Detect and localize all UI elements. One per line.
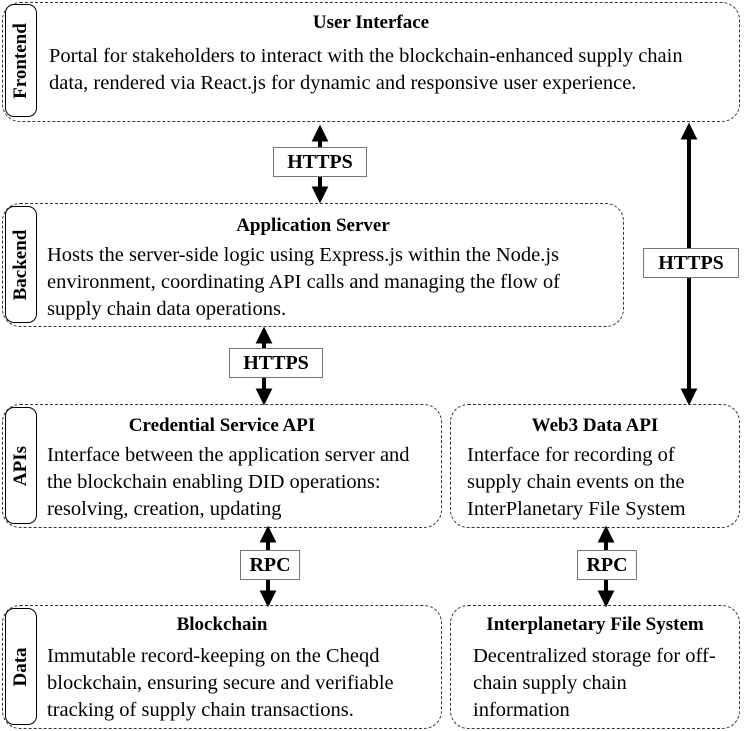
user-interface-title: User Interface bbox=[312, 12, 430, 33]
layer-label-data: Data bbox=[5, 608, 37, 725]
credential-service-api-box: Credential Service API Interface between… bbox=[2, 404, 442, 528]
https-label-ui-server: HTTPS bbox=[273, 147, 367, 177]
blockchain-title: Blockchain bbox=[176, 614, 268, 635]
ipfs-description: Decentralized storage for off- chain sup… bbox=[473, 645, 716, 721]
rpc-label-credential-blockchain: RPC bbox=[240, 550, 300, 580]
web3-data-api-description: Interface for recording of supply chain … bbox=[467, 444, 686, 520]
ipfs-title: Interplanetary File System bbox=[486, 614, 704, 635]
https-label-ui-web3: HTTPS bbox=[643, 248, 739, 278]
layer-label-frontend: Frontend bbox=[5, 4, 37, 117]
https-label-server-credential: HTTPS bbox=[229, 348, 323, 378]
application-server-title: Application Server bbox=[236, 215, 390, 236]
user-interface-description: Portal for stakeholders to interact with… bbox=[49, 45, 683, 94]
rpc-label-web3-ipfs: RPC bbox=[577, 550, 637, 580]
web3-data-api-box: Web3 Data API Interface for recording of… bbox=[450, 404, 740, 528]
blockchain-description: Immutable record-keeping on the Cheqd bl… bbox=[47, 645, 394, 721]
credential-service-api-title: Credential Service API bbox=[128, 415, 316, 436]
user-interface-box: User Interface Portal for stakeholders t… bbox=[2, 2, 740, 122]
credential-service-api-description: Interface between the application server… bbox=[47, 444, 410, 520]
application-server-box: Application Server Hosts the server-side… bbox=[2, 203, 624, 327]
application-server-description: Hosts the server-side logic using Expres… bbox=[47, 244, 560, 320]
layer-label-apis: APIs bbox=[5, 407, 37, 524]
blockchain-box: Blockchain Immutable record-keeping on t… bbox=[2, 605, 442, 729]
layer-label-backend: Backend bbox=[5, 206, 37, 323]
ipfs-box: Interplanetary File System Decentralized… bbox=[450, 605, 740, 729]
web3-data-api-title: Web3 Data API bbox=[531, 415, 659, 436]
